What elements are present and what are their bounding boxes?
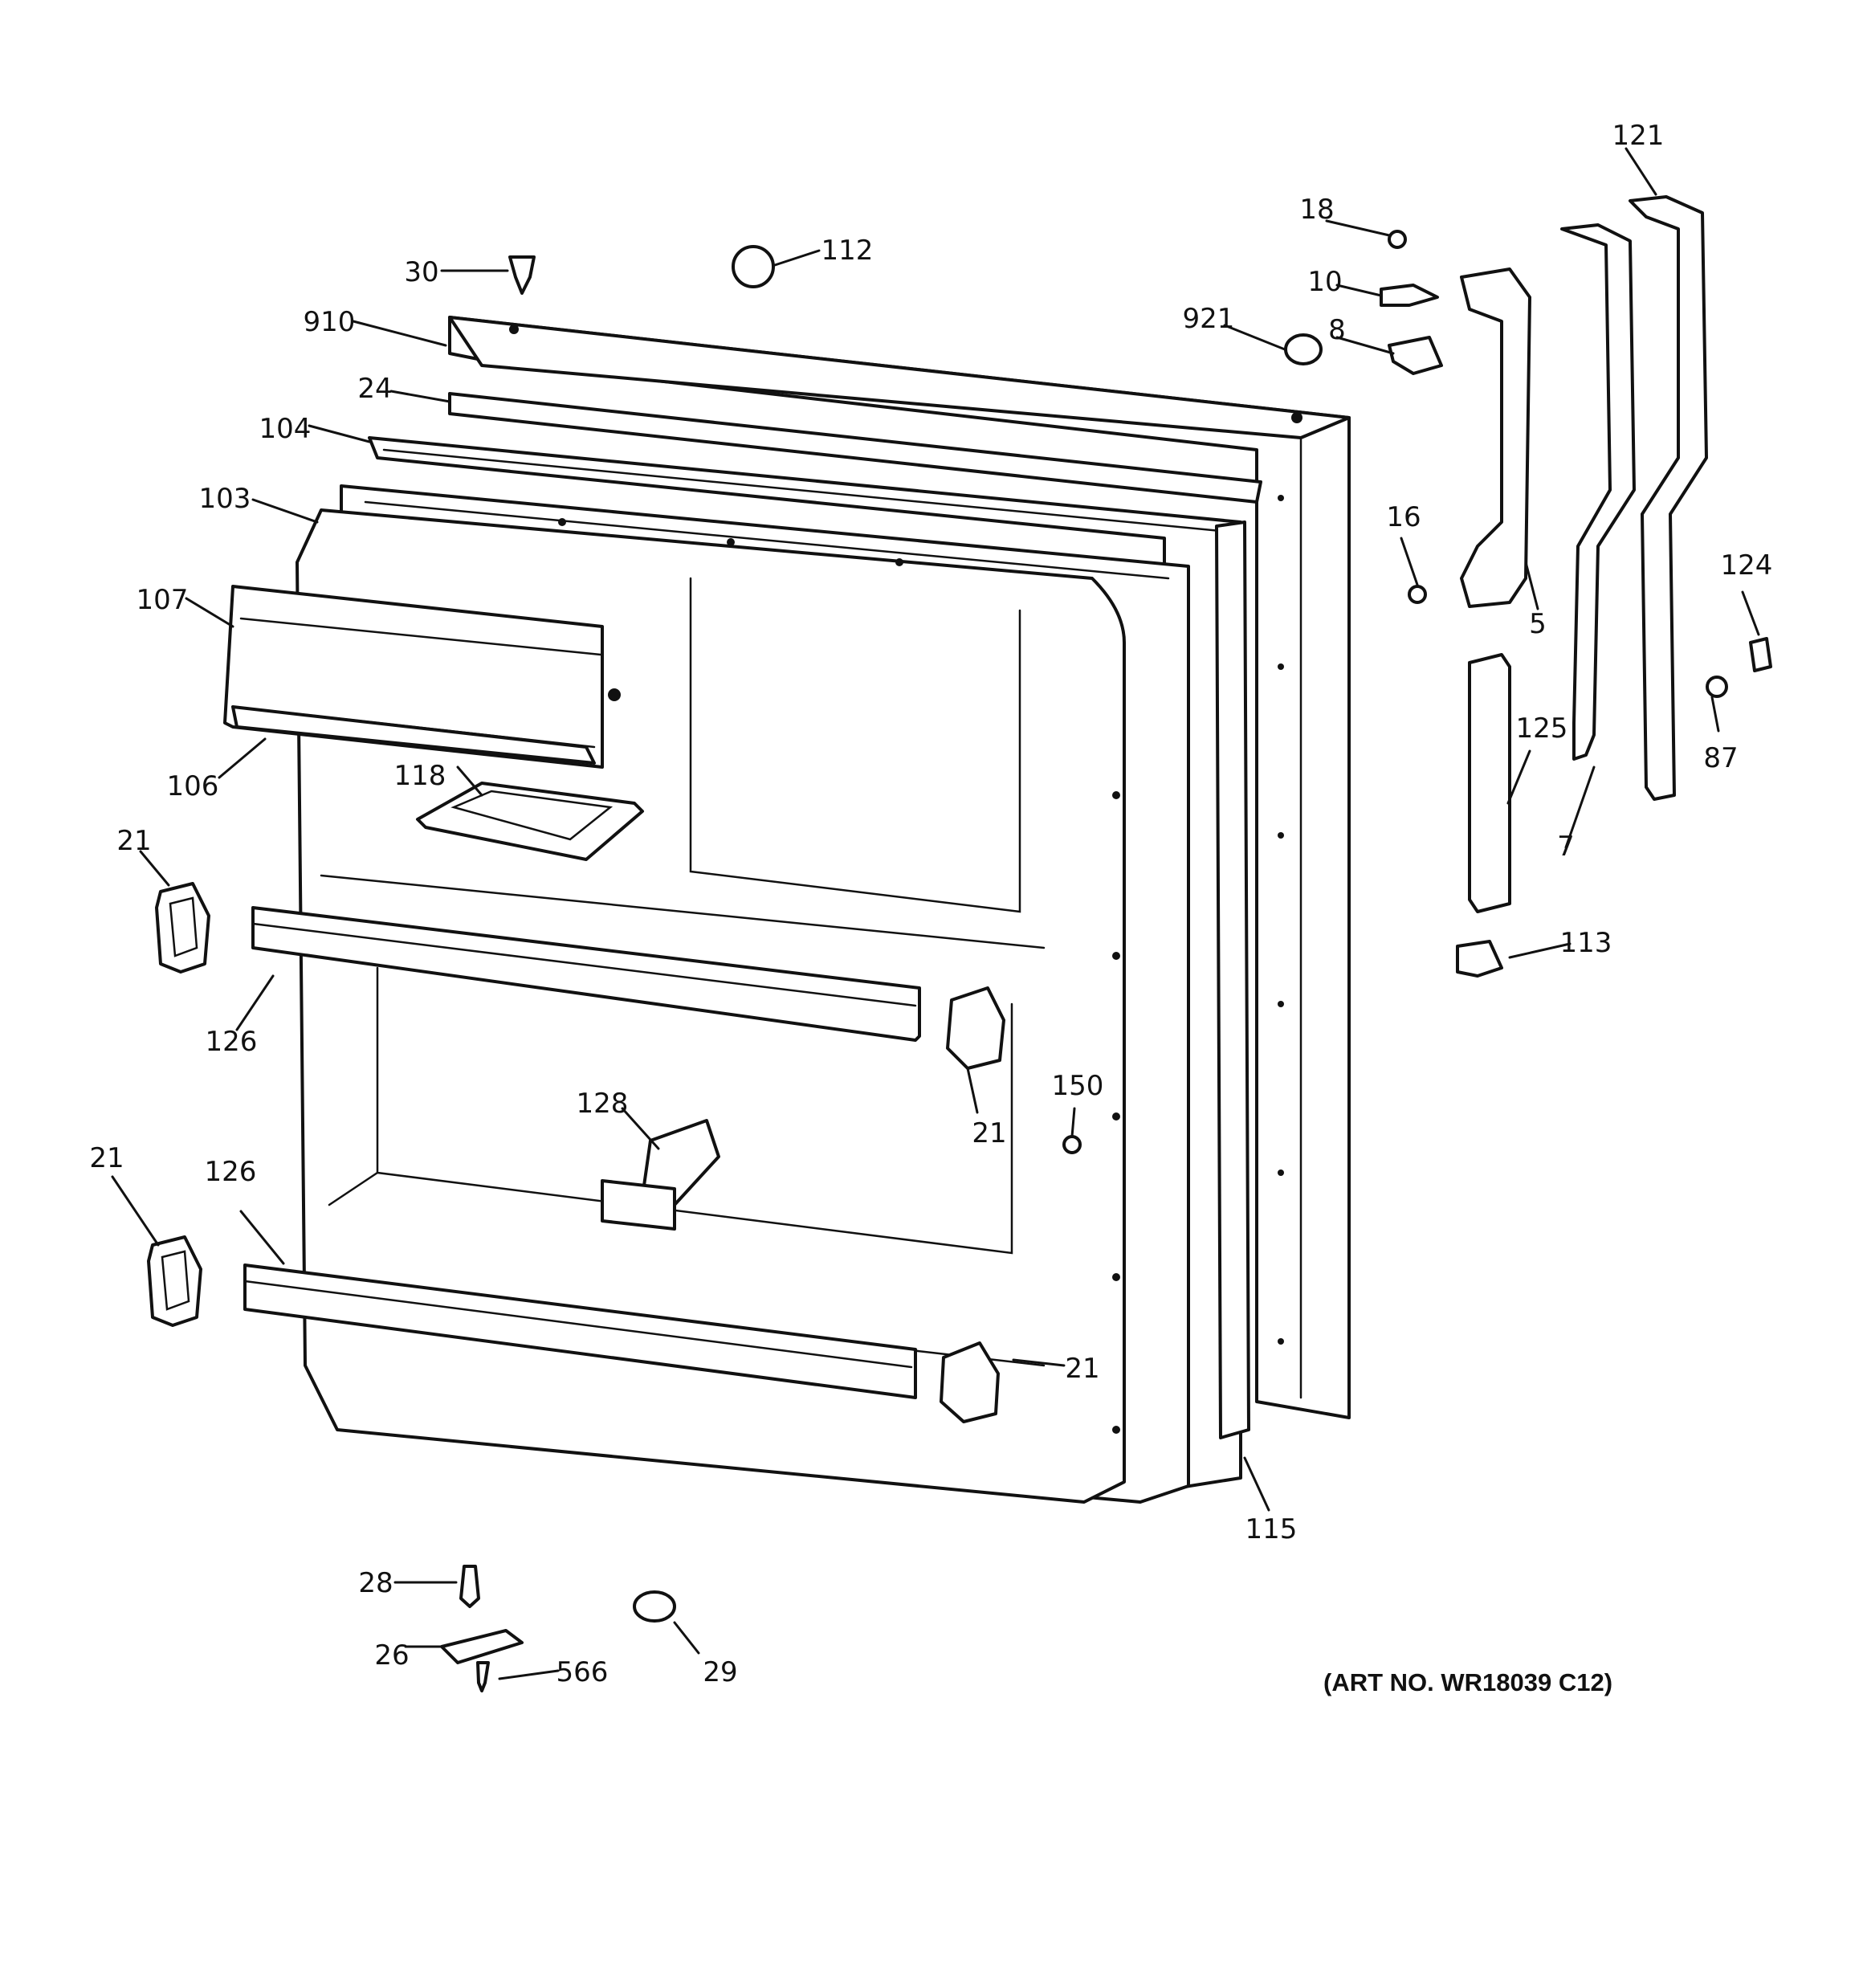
door-shelf-bar-upper (251, 906, 921, 1042)
callout-5: 5 (1529, 608, 1547, 640)
callout-29: 29 (703, 1656, 737, 1688)
callout-124: 124 (1721, 549, 1773, 582)
top-trim-strip (448, 392, 1262, 504)
callout-107: 107 (137, 584, 189, 616)
callout-118: 118 (394, 760, 446, 792)
callout-21-upper-left: 21 (116, 825, 151, 857)
callout-7: 7 (1557, 831, 1575, 863)
side-breaker-strip (1215, 520, 1250, 1439)
side-clip (1749, 637, 1772, 672)
trim-screw (1062, 1135, 1082, 1154)
handle-insert-channel (1468, 653, 1511, 913)
callout-150: 150 (1052, 1070, 1104, 1102)
outer-door-frame (448, 316, 1351, 1419)
callout-126-upper: 126 (206, 1026, 258, 1058)
shelf-end-cap-lower-right (940, 1341, 1000, 1423)
callout-910: 910 (304, 306, 356, 338)
handle-end-cap (1456, 940, 1503, 978)
callout-30: 30 (404, 256, 438, 288)
callout-104: 104 (259, 413, 312, 445)
shelf-end-cap-lower-left (147, 1235, 202, 1327)
door-handle (1560, 223, 1636, 761)
top-plug-button (1284, 333, 1323, 365)
hinge-plate-screw (476, 1661, 490, 1692)
shelf-end-cap-upper-left (155, 882, 210, 974)
callout-566: 566 (556, 1656, 609, 1688)
callout-26: 26 (374, 1639, 409, 1672)
callout-921: 921 (1183, 303, 1235, 335)
mounting-screw (1408, 585, 1427, 604)
callout-126-lower: 126 (205, 1156, 257, 1188)
top-hinge-screw (508, 255, 536, 295)
callout-87: 87 (1703, 742, 1738, 774)
hinge-clip (1380, 284, 1439, 307)
callout-125: 125 (1516, 712, 1568, 745)
callout-103: 103 (199, 483, 251, 515)
handle-mount-bracket (1460, 267, 1531, 608)
callout-112: 112 (821, 235, 874, 267)
callout-16: 16 (1386, 501, 1421, 533)
door-stop-bumper (732, 245, 775, 288)
callout-21-upper-right: 21 (972, 1117, 1006, 1149)
callout-128: 128 (577, 1088, 629, 1120)
hinge-cover (1388, 336, 1443, 375)
callout-21-lower-right: 21 (1065, 1353, 1099, 1385)
dairy-shelf (231, 705, 596, 765)
callout-21-lower-left: 21 (89, 1142, 124, 1174)
callout-121: 121 (1612, 120, 1665, 152)
hinge-pin (459, 1565, 480, 1608)
bottom-hinge-plate (440, 1629, 524, 1664)
hinge-screw (1388, 230, 1407, 249)
callout-24: 24 (357, 373, 392, 405)
bottle-retainer (601, 1119, 720, 1231)
callout-18: 18 (1299, 194, 1334, 226)
handle-screw (1706, 676, 1728, 698)
door-shelf-bar-lower (243, 1263, 917, 1399)
callout-106: 106 (167, 770, 219, 802)
handle-frame (1629, 195, 1708, 801)
callout-8: 8 (1328, 314, 1346, 346)
egg-tray (416, 782, 644, 861)
callout-28: 28 (358, 1567, 393, 1599)
shelf-end-cap-upper-right (946, 986, 1005, 1070)
door-bushing (633, 1590, 676, 1623)
callout-113: 113 (1560, 927, 1612, 959)
callout-115: 115 (1245, 1513, 1298, 1545)
art-number-label: (ART NO. WR18039 C12) (1323, 1668, 1612, 1696)
callout-10: 10 (1307, 266, 1342, 298)
callout-leader-lines (111, 147, 1760, 1680)
